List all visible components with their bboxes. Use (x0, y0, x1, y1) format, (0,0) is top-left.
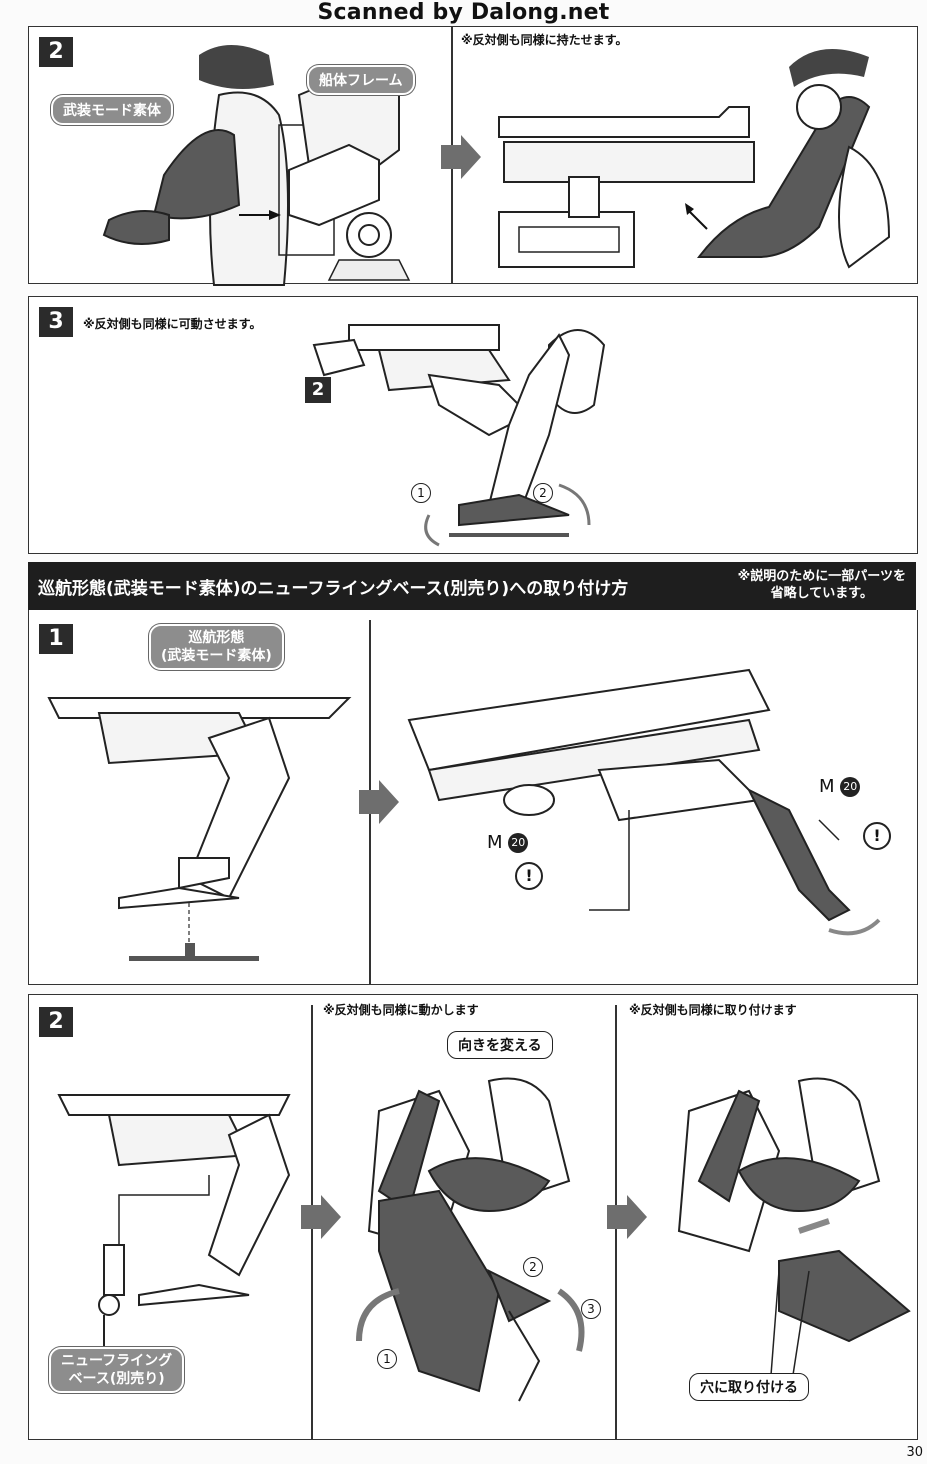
base-attachment-illustration (407, 668, 881, 936)
part-label-m20-right: M 20 (819, 776, 861, 797)
armed-body-label: 武装モード素体 (51, 95, 173, 125)
caution-icon: ! (515, 862, 543, 890)
part-code: M (487, 832, 503, 853)
section-note-line1: ※説明のために一部パーツを (737, 569, 906, 584)
cruise-form-label-line1: 巡航形態 (188, 630, 245, 646)
motion-2-marker: 2 (523, 1257, 543, 1277)
section-note-line2: 省略しています。 (770, 586, 873, 601)
cruise-form-illustration (47, 697, 352, 961)
step-number-badge: 3 (39, 307, 73, 337)
note-opposite-side-move: ※反対側も同様に動かします (323, 1003, 479, 1017)
foot-rotation-illustration (356, 1077, 585, 1402)
hull-frame-label: 船体フレーム (307, 65, 415, 95)
flying-base-label-line1: ニューフライング (61, 1353, 173, 1369)
cruise-step1-panel: 1 巡航形態 (武装モード素体) M 20 M 20 ! ! (28, 610, 918, 985)
next-step-arrow (607, 1195, 647, 1239)
flying-base-label: ニューフライング ベース(別売り) (49, 1347, 185, 1393)
caution-icon: ! (863, 822, 891, 850)
motion-3-marker: 3 (581, 1299, 601, 1319)
cruise-form-label-line2: (武装モード素体) (161, 648, 272, 664)
note-opposite-side-attach: ※反対側も同様に取り付けます (629, 1003, 797, 1017)
step3-panel: 3 ※反対側も同様に可動させます。 2 1 2 (28, 296, 918, 554)
rotation-2-marker: 2 (533, 483, 553, 503)
step-number-badge: 1 (39, 624, 73, 654)
step2-panel: 2 武装モード素体 船体フレーム ※反対側も同様に持たせます。 (28, 26, 918, 286)
flying-base-label-line2: ベース(別売り) (68, 1371, 165, 1387)
section-note: ※説明のために一部パーツを 省略しています。 (738, 568, 906, 602)
cruise-step2-panel: 2 ※反対側も同様に動かします ※反対側も同様に取り付けます ニューフライング … (28, 994, 918, 1440)
next-step-arrow (359, 780, 399, 824)
next-step-arrow (301, 1195, 341, 1239)
part-code: M (819, 776, 835, 797)
note-opposite-side-move: ※反対側も同様に可動させます。 (83, 317, 262, 331)
part-label-m20-left: M 20 (487, 832, 529, 853)
reference-step-badge: 2 (305, 377, 331, 403)
cruise-leg-illustration (57, 1094, 291, 1365)
part-number-badge: 20 (840, 777, 861, 797)
note-opposite-side-hold: ※反対側も同様に持たせます。 (461, 33, 628, 47)
armed-body-arm-illustration (102, 45, 411, 286)
section-title: 巡航形態(武装モード素体)のニューフライングベース(別売り)への取り付け方 (38, 579, 629, 599)
step-number-badge: 2 (39, 1007, 73, 1037)
scanner-watermark: Scanned by Dalong.net (317, 0, 610, 25)
page-number: 30 (906, 1445, 923, 1460)
part-number-badge: 20 (508, 833, 529, 853)
cruise-form-label: 巡航形態 (武装モード素体) (149, 624, 284, 670)
attach-to-hole-callout: 穴に取り付ける (689, 1373, 809, 1401)
turn-direction-callout: 向きを変える (447, 1031, 553, 1059)
next-step-arrow (441, 135, 481, 179)
leg-movement-illustration (312, 324, 606, 547)
step-number-badge: 2 (39, 37, 73, 67)
attached-foot-illustration (677, 1077, 911, 1402)
frame-with-arm-illustration (498, 49, 891, 269)
section-header: 巡航形態(武装モード素体)のニューフライングベース(別売り)への取り付け方 ※説… (28, 562, 916, 610)
motion-1-marker: 1 (377, 1349, 397, 1369)
rotation-1-marker: 1 (411, 483, 431, 503)
